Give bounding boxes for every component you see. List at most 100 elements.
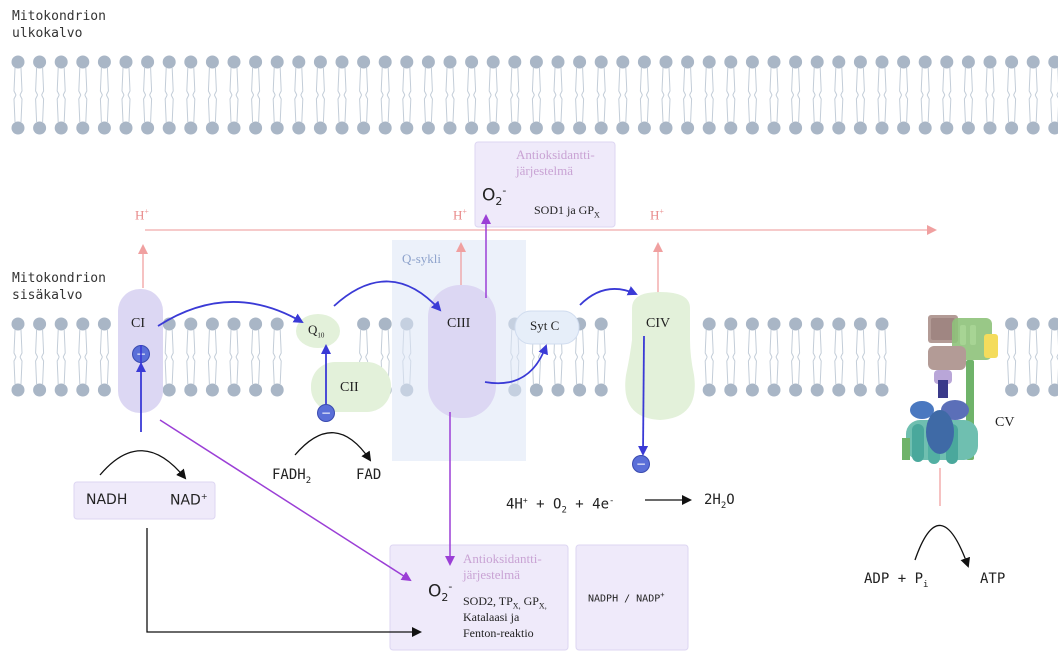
antioxidant-bottom-title-line1: Antioksidantti- bbox=[463, 551, 542, 567]
lipid-tail bbox=[230, 330, 238, 384]
complex-ciii-label: CIII bbox=[447, 316, 470, 332]
lipid-head bbox=[703, 384, 716, 397]
lipid-tail bbox=[813, 330, 821, 384]
lipid-tail bbox=[446, 68, 454, 122]
lipid-head bbox=[1027, 318, 1040, 331]
electron-icon-civ: − bbox=[633, 456, 650, 473]
lipid-head bbox=[249, 122, 262, 135]
lipid-tail bbox=[1008, 330, 1016, 384]
lipid-head bbox=[163, 56, 176, 69]
lipid-tail bbox=[705, 68, 713, 122]
lipid-tail bbox=[14, 68, 22, 122]
lipid-head bbox=[1005, 318, 1018, 331]
lipid-head bbox=[984, 122, 997, 135]
lipid-head bbox=[33, 384, 46, 397]
lipid-tail bbox=[468, 68, 476, 122]
lipid-head bbox=[1027, 56, 1040, 69]
lipid-head bbox=[379, 56, 392, 69]
lipid-head bbox=[1048, 384, 1058, 397]
lipid-head bbox=[962, 122, 975, 135]
lipid-tail bbox=[403, 68, 411, 122]
lipid-head bbox=[206, 384, 219, 397]
lipid-tail bbox=[424, 68, 432, 122]
lipid-head bbox=[184, 384, 197, 397]
q10-label: Q10 bbox=[308, 322, 324, 340]
lipid-head bbox=[120, 56, 133, 69]
lipid-head bbox=[919, 56, 932, 69]
lipid-head bbox=[184, 56, 197, 69]
lipid-tail bbox=[252, 330, 260, 384]
inner-membrane-label-line2: sisäkalvo bbox=[12, 287, 82, 304]
nad-label: NAD+ bbox=[170, 492, 208, 509]
lipid-head bbox=[1005, 122, 1018, 135]
lipid-head bbox=[271, 384, 284, 397]
lipid-head bbox=[487, 122, 500, 135]
q-cycle-label: Q-sykli bbox=[402, 251, 441, 267]
lipid-head bbox=[746, 318, 759, 331]
lipid-tail bbox=[597, 68, 605, 122]
lipid-head bbox=[616, 122, 629, 135]
lipid-head bbox=[984, 56, 997, 69]
lipid-head bbox=[465, 56, 478, 69]
lipid-head bbox=[1048, 56, 1058, 69]
lipid-head bbox=[530, 122, 543, 135]
lipid-head bbox=[940, 56, 953, 69]
lipid-tail bbox=[1029, 68, 1037, 122]
lipid-head bbox=[12, 318, 25, 331]
lipid-tail bbox=[662, 68, 670, 122]
lipid-head bbox=[789, 56, 802, 69]
lipid-tail bbox=[770, 68, 778, 122]
lipid-tail bbox=[1008, 68, 1016, 122]
lipid-head bbox=[703, 122, 716, 135]
lipid-head bbox=[508, 122, 521, 135]
lipid-head bbox=[228, 318, 241, 331]
lipid-head bbox=[724, 56, 737, 69]
lipid-tail bbox=[813, 68, 821, 122]
atp-label: ATP bbox=[980, 571, 1005, 588]
nadh-label: NADH bbox=[86, 492, 127, 508]
lipid-tail bbox=[878, 68, 886, 122]
lipid-head bbox=[55, 122, 68, 135]
arrow-atp-synthesis bbox=[915, 525, 968, 566]
lipid-head bbox=[1027, 122, 1040, 135]
lipid-head bbox=[98, 122, 111, 135]
lipid-head bbox=[76, 122, 89, 135]
lipid-head bbox=[141, 122, 154, 135]
lipid-tail bbox=[489, 68, 497, 122]
lipid-head bbox=[897, 56, 910, 69]
lipid-head bbox=[1048, 122, 1058, 135]
lipid-tail bbox=[208, 330, 216, 384]
lipid-tail bbox=[100, 330, 108, 384]
inner-membrane-label-line1: Mitokondrion bbox=[12, 270, 106, 287]
lipid-head bbox=[811, 384, 824, 397]
lipid-head bbox=[444, 122, 457, 135]
antioxidant-bottom-title-line2: järjestelmä bbox=[463, 567, 520, 583]
lipid-head bbox=[940, 122, 953, 135]
lipid-tail bbox=[748, 68, 756, 122]
lipid-head bbox=[422, 56, 435, 69]
lipid-head bbox=[789, 318, 802, 331]
lipid-head bbox=[184, 122, 197, 135]
lipid-head bbox=[206, 56, 219, 69]
lipid-tail bbox=[1029, 330, 1037, 384]
lipid-head bbox=[876, 384, 889, 397]
lipid-head bbox=[746, 122, 759, 135]
fadh2-label: FADH2 bbox=[272, 467, 311, 490]
lipid-head bbox=[249, 318, 262, 331]
lipid-head bbox=[530, 56, 543, 69]
lipid-head bbox=[638, 56, 651, 69]
lipid-head bbox=[508, 56, 521, 69]
lipid-head bbox=[33, 318, 46, 331]
lipid-head bbox=[379, 318, 392, 331]
arrow-nadh-oxidation bbox=[100, 451, 185, 478]
lipid-tail bbox=[230, 68, 238, 122]
lipid-head bbox=[768, 56, 781, 69]
fad-label: FAD bbox=[356, 467, 381, 484]
arrow-fadh2-oxidation bbox=[295, 433, 370, 460]
lipid-head bbox=[854, 318, 867, 331]
lipid-tail bbox=[187, 68, 195, 122]
lipid-head bbox=[724, 122, 737, 135]
lipid-head bbox=[357, 122, 370, 135]
lipid-head bbox=[768, 384, 781, 397]
lipid-head bbox=[336, 122, 349, 135]
